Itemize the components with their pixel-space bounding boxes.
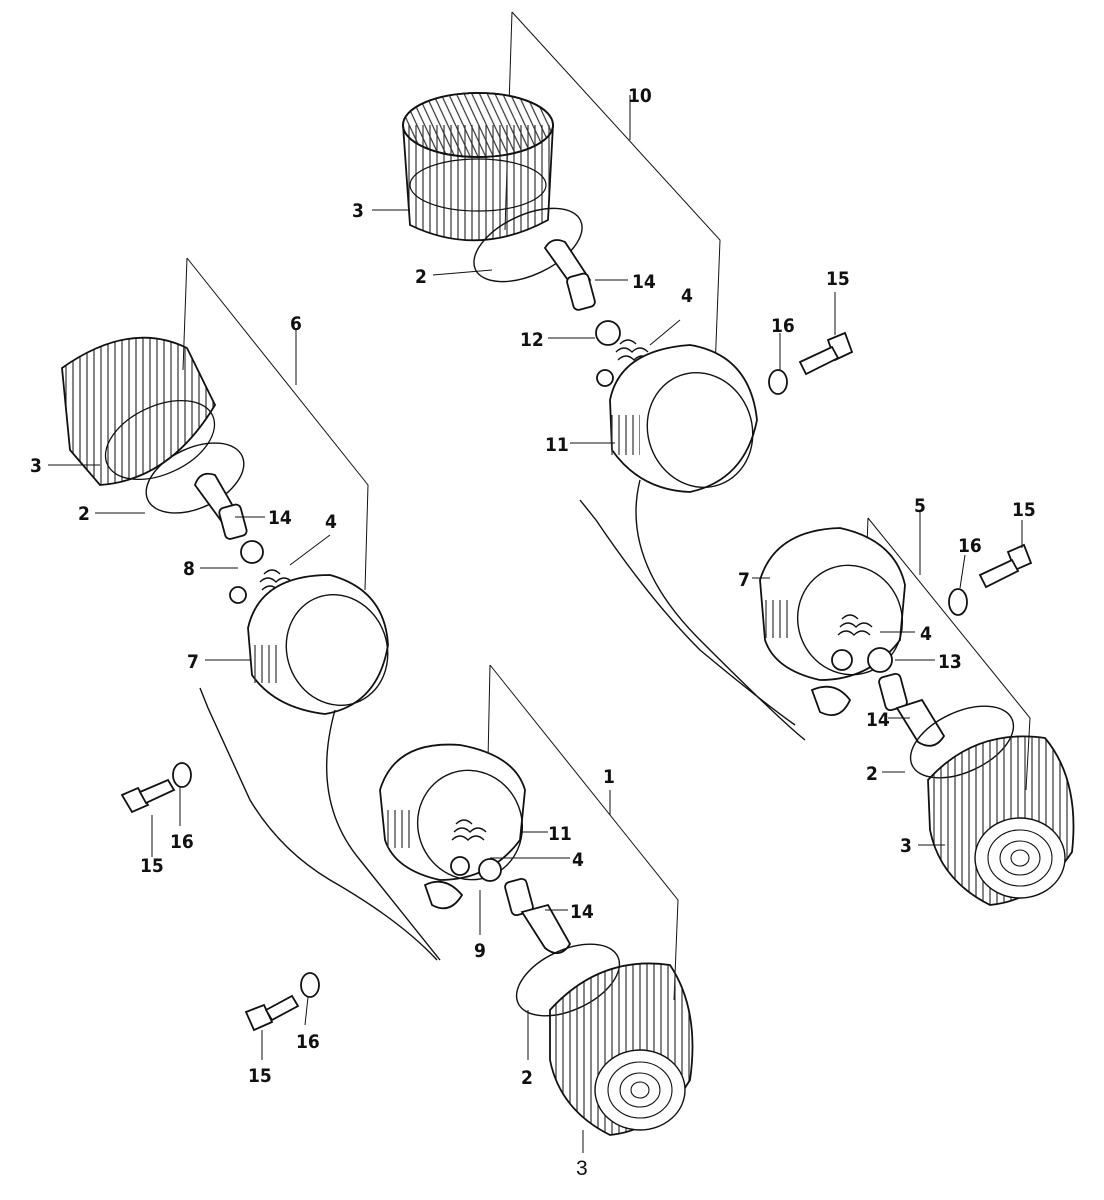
wire-top-center bbox=[635, 479, 806, 741]
label-part-2-bottom: 2 bbox=[521, 1067, 533, 1089]
label-part-16-right: 16 bbox=[958, 535, 982, 557]
label-part-6: 6 bbox=[290, 313, 302, 335]
label-part-2-right: 2 bbox=[866, 763, 878, 785]
assembly-right bbox=[759, 517, 1075, 906]
label-part-3-top: 3 bbox=[352, 200, 364, 222]
lens-bottom-center bbox=[549, 962, 694, 1136]
label-part-3-bottom: 3 bbox=[576, 1157, 588, 1180]
label-part-4-left: 4 bbox=[325, 511, 337, 533]
label-part-9: 9 bbox=[474, 940, 486, 962]
label-part-2-left: 2 bbox=[78, 503, 90, 525]
label-part-14-bottom: 14 bbox=[570, 901, 594, 923]
spring-right bbox=[837, 614, 873, 636]
label-part-15-left: 15 bbox=[140, 855, 164, 877]
socket-left bbox=[240, 540, 264, 564]
label-part-4-top: 4 bbox=[681, 285, 693, 307]
washer-top-right bbox=[768, 369, 788, 395]
wire-left bbox=[326, 709, 441, 961]
label-part-16-bottom: 16 bbox=[296, 1031, 320, 1053]
assembly-bottom-center bbox=[379, 664, 694, 1136]
label-part-1: 1 bbox=[603, 766, 615, 788]
assembly-top-center bbox=[402, 11, 806, 741]
assembly-left bbox=[61, 257, 441, 961]
housing-top-center bbox=[609, 344, 758, 493]
bolt-left bbox=[120, 778, 176, 814]
label-part-2-top: 2 bbox=[415, 266, 427, 288]
socket-right bbox=[867, 647, 893, 673]
label-part-15-right: 15 bbox=[1012, 499, 1036, 521]
bolt-bottom-left bbox=[244, 994, 300, 1032]
label-part-11-top: 11 bbox=[545, 434, 569, 456]
socket-top-center bbox=[595, 320, 621, 346]
gasket-ring-left bbox=[145, 442, 245, 514]
bulb-right bbox=[878, 672, 946, 747]
label-part-14-right: 14 bbox=[866, 709, 890, 731]
washer-bottom-left bbox=[300, 972, 320, 998]
bulb-bottom-center bbox=[504, 877, 572, 954]
label-part-5: 5 bbox=[914, 495, 926, 517]
gasket-ring-top-center bbox=[473, 207, 583, 283]
washer-left bbox=[172, 762, 192, 788]
label-part-4-right: 4 bbox=[920, 623, 932, 645]
label-part-15-top-right: 15 bbox=[826, 268, 850, 290]
lens-right bbox=[927, 735, 1075, 906]
bulb-left bbox=[193, 472, 248, 540]
label-part-14-left: 14 bbox=[268, 507, 292, 529]
label-part-13: 13 bbox=[938, 651, 962, 673]
label-part-12: 12 bbox=[520, 329, 544, 351]
label-part-3-right: 3 bbox=[900, 835, 912, 857]
housing-bottom-center bbox=[379, 743, 526, 881]
bolt-top-right bbox=[798, 331, 854, 376]
housing-right bbox=[759, 527, 906, 681]
label-part-7-left: 7 bbox=[187, 651, 199, 673]
label-part-16-left: 16 bbox=[170, 831, 194, 853]
washer-right bbox=[948, 588, 968, 616]
lens-left bbox=[61, 336, 217, 486]
label-part-14-top: 14 bbox=[632, 271, 656, 293]
label-part-10: 10 bbox=[628, 85, 652, 107]
bulb-top-center bbox=[543, 239, 596, 311]
label-part-8: 8 bbox=[183, 558, 195, 580]
callout-labels: 10 3 2 14 4 12 11 15 16 6 3 2 14 4 8 7 5… bbox=[30, 85, 1036, 1180]
socket-bottom-center bbox=[478, 858, 502, 882]
housing-left bbox=[247, 574, 389, 715]
label-part-16-top-right: 16 bbox=[771, 315, 795, 337]
leader-lines bbox=[48, 95, 1023, 1153]
spring-bottom-center bbox=[451, 819, 487, 841]
lens-top-center bbox=[402, 92, 554, 242]
label-part-4-bottom: 4 bbox=[572, 849, 584, 871]
label-part-15-bottom: 15 bbox=[248, 1065, 272, 1087]
label-part-11-bottom: 11 bbox=[548, 823, 572, 845]
label-part-3-left: 3 bbox=[30, 455, 42, 477]
label-part-7-right: 7 bbox=[738, 569, 750, 591]
bolt-right bbox=[978, 543, 1033, 589]
